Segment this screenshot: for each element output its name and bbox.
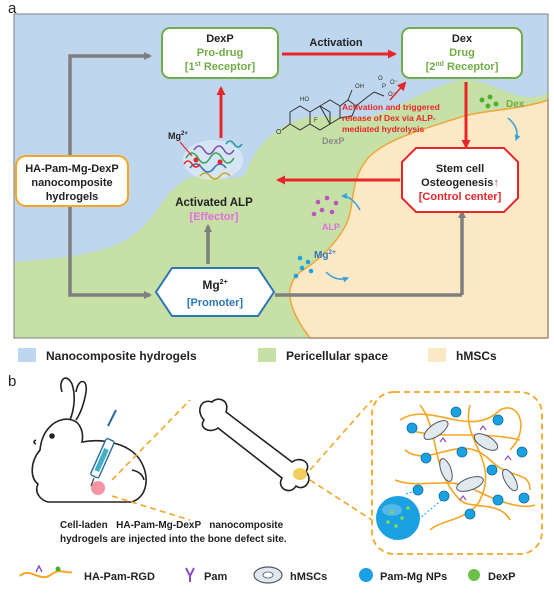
activation-label: Activation (309, 37, 362, 49)
stem-cell-box: Stem cell Osteogenesis↑ [Control center] (401, 147, 519, 213)
hydrogel-zoom-frame (371, 391, 543, 555)
mg-particles-icon (293, 255, 314, 279)
mg-box-title: Mg2+ (202, 278, 227, 292)
alp-protein-icon (183, 140, 243, 180)
legend-label-pericellular: Pericellular space (286, 349, 388, 363)
alp-mg-pointer (179, 141, 193, 157)
svg-text:OH: OH (355, 84, 364, 90)
arrow-hydrogel-to-dexp (68, 52, 152, 158)
svg-text:O: O (378, 76, 383, 82)
panel-b-caption-line1: Cell-laden HA-Pam-Mg-DexP nanocomposite (60, 520, 284, 531)
np-zoom-dexp-dots (386, 506, 410, 528)
zoom-connectors (111, 399, 373, 521)
hydrogel-box-line3: hydrogels (46, 191, 99, 203)
svg-text:O: O (276, 129, 282, 136)
green-dot-icon (468, 569, 480, 581)
hydrogel-network-icon (394, 404, 536, 531)
activation-note-line3: mediated hydrolysis (342, 124, 424, 134)
rabbit-defect-site (91, 481, 105, 495)
np-zoom-highlight (382, 504, 402, 516)
activation-note-line1: Activation and triggered (342, 102, 440, 112)
panel-a-legend: Nanocomposite hydrogels Pericellular spa… (18, 348, 497, 363)
legend-label-pam-mg-nps: Pam-Mg NPs (380, 571, 447, 583)
blue-sphere-icon (359, 568, 373, 582)
hydrogel-box: HA-Pam-Mg-DexP nanocomposite hydrogels (15, 155, 129, 207)
arrow-hydrogel-to-mg (68, 205, 152, 299)
legend-swatch-hydrogels (18, 348, 36, 362)
alp-title: Activated ALP (175, 197, 253, 209)
mg-particles-label: Mg2+ (314, 249, 336, 261)
np-zoom-sphere (376, 496, 420, 540)
panel-b-caption-line2: hydrogels are injected into the bone def… (60, 534, 287, 545)
panel-a-frame (13, 13, 549, 339)
legend-label-hmscs: hMSCs (456, 349, 497, 363)
legend-label-dexp: DexP (488, 571, 516, 583)
alp-release-arrow (341, 193, 361, 211)
dexp-box-role: Pro-drug (197, 47, 243, 59)
hydrogel-box-line1: HA-Pam-Mg-DexP (25, 163, 119, 175)
mg-box-role: [Promoter] (187, 297, 244, 309)
stem-cell-line2: Osteogenesis↑ (421, 177, 499, 189)
panel-b-label: b (8, 373, 16, 390)
panel-a: a HA-Pam-Mg-DexP nanocomposite hydrogels (8, 0, 549, 339)
dexp-box-receptor: [1st Receptor] (185, 61, 256, 73)
polymer-chain-icon (19, 564, 73, 579)
svg-text:P: P (382, 84, 386, 90)
dex-particles-label: Dex (506, 99, 525, 110)
svg-text:O⁻: O⁻ (388, 92, 396, 98)
dex-box: Dex Drug [2nd Receptor] (401, 27, 523, 79)
arrow-hydrolysis-note (389, 81, 407, 101)
dexp-molecule-label: DexP (322, 136, 345, 146)
pam-linker-icon (185, 567, 195, 582)
svg-text:F: F (314, 118, 318, 124)
dex-box-receptor: [2nd Receptor] (426, 61, 499, 73)
dex-box-role: Drug (449, 47, 475, 59)
alp-role: [Effector] (190, 211, 239, 223)
syringe-icon (90, 409, 117, 487)
alp-particles-icon (311, 195, 339, 217)
stem-cell-line3: [Control center] (419, 191, 502, 203)
bone-defect-site (293, 468, 307, 480)
hydrogel-box-line2: nanocomposite (31, 177, 112, 189)
alp-mg-label: Mg2+ (168, 131, 188, 141)
alp-particles-label: ALP (322, 222, 340, 232)
stem-cell-line1: Stem cell (436, 163, 484, 175)
dex-uptake-arrow (507, 117, 521, 141)
bone-icon (199, 398, 310, 492)
svg-text:O⁻: O⁻ (390, 80, 398, 86)
rabbit-icon (31, 377, 147, 503)
gray-pathways (68, 52, 466, 299)
svg-text:HO: HO (300, 97, 309, 103)
legend-label-hydrogels: Nanocomposite hydrogels (46, 349, 197, 363)
legend-label-pam: Pam (204, 571, 227, 583)
dexp-molecule-icon: O F HO OH P O⁻ O O⁻ (276, 76, 398, 136)
panel-b: b (8, 373, 543, 555)
dexp-box-title: DexP (206, 33, 234, 45)
dexp-box: DexP Pro-drug [1st Receptor] (161, 27, 279, 79)
legend-swatch-hmscs (428, 348, 446, 362)
legend-swatch-pericellular (258, 348, 276, 362)
dex-particles-icon (479, 94, 499, 109)
red-pathways (216, 49, 471, 185)
mg-release-arrow (325, 271, 349, 283)
panel-a-label: a (8, 0, 17, 17)
mg-promoter-box: Mg2+ [Promoter] (154, 267, 276, 317)
dex-box-title: Dex (452, 33, 473, 45)
legend-label-ha-pam-rgd: HA-Pam-RGD (84, 571, 155, 583)
activation-note-line2: release of Dex via ALP- (342, 113, 436, 123)
legend-label-hmscs-b: hMSCs (290, 571, 327, 583)
cell-icon (253, 566, 283, 584)
panel-b-legend: HA-Pam-RGD Pam hMSCs Pam-Mg NPs DexP (19, 564, 516, 584)
activation-note: Activation and triggered release of Dex … (342, 102, 440, 134)
